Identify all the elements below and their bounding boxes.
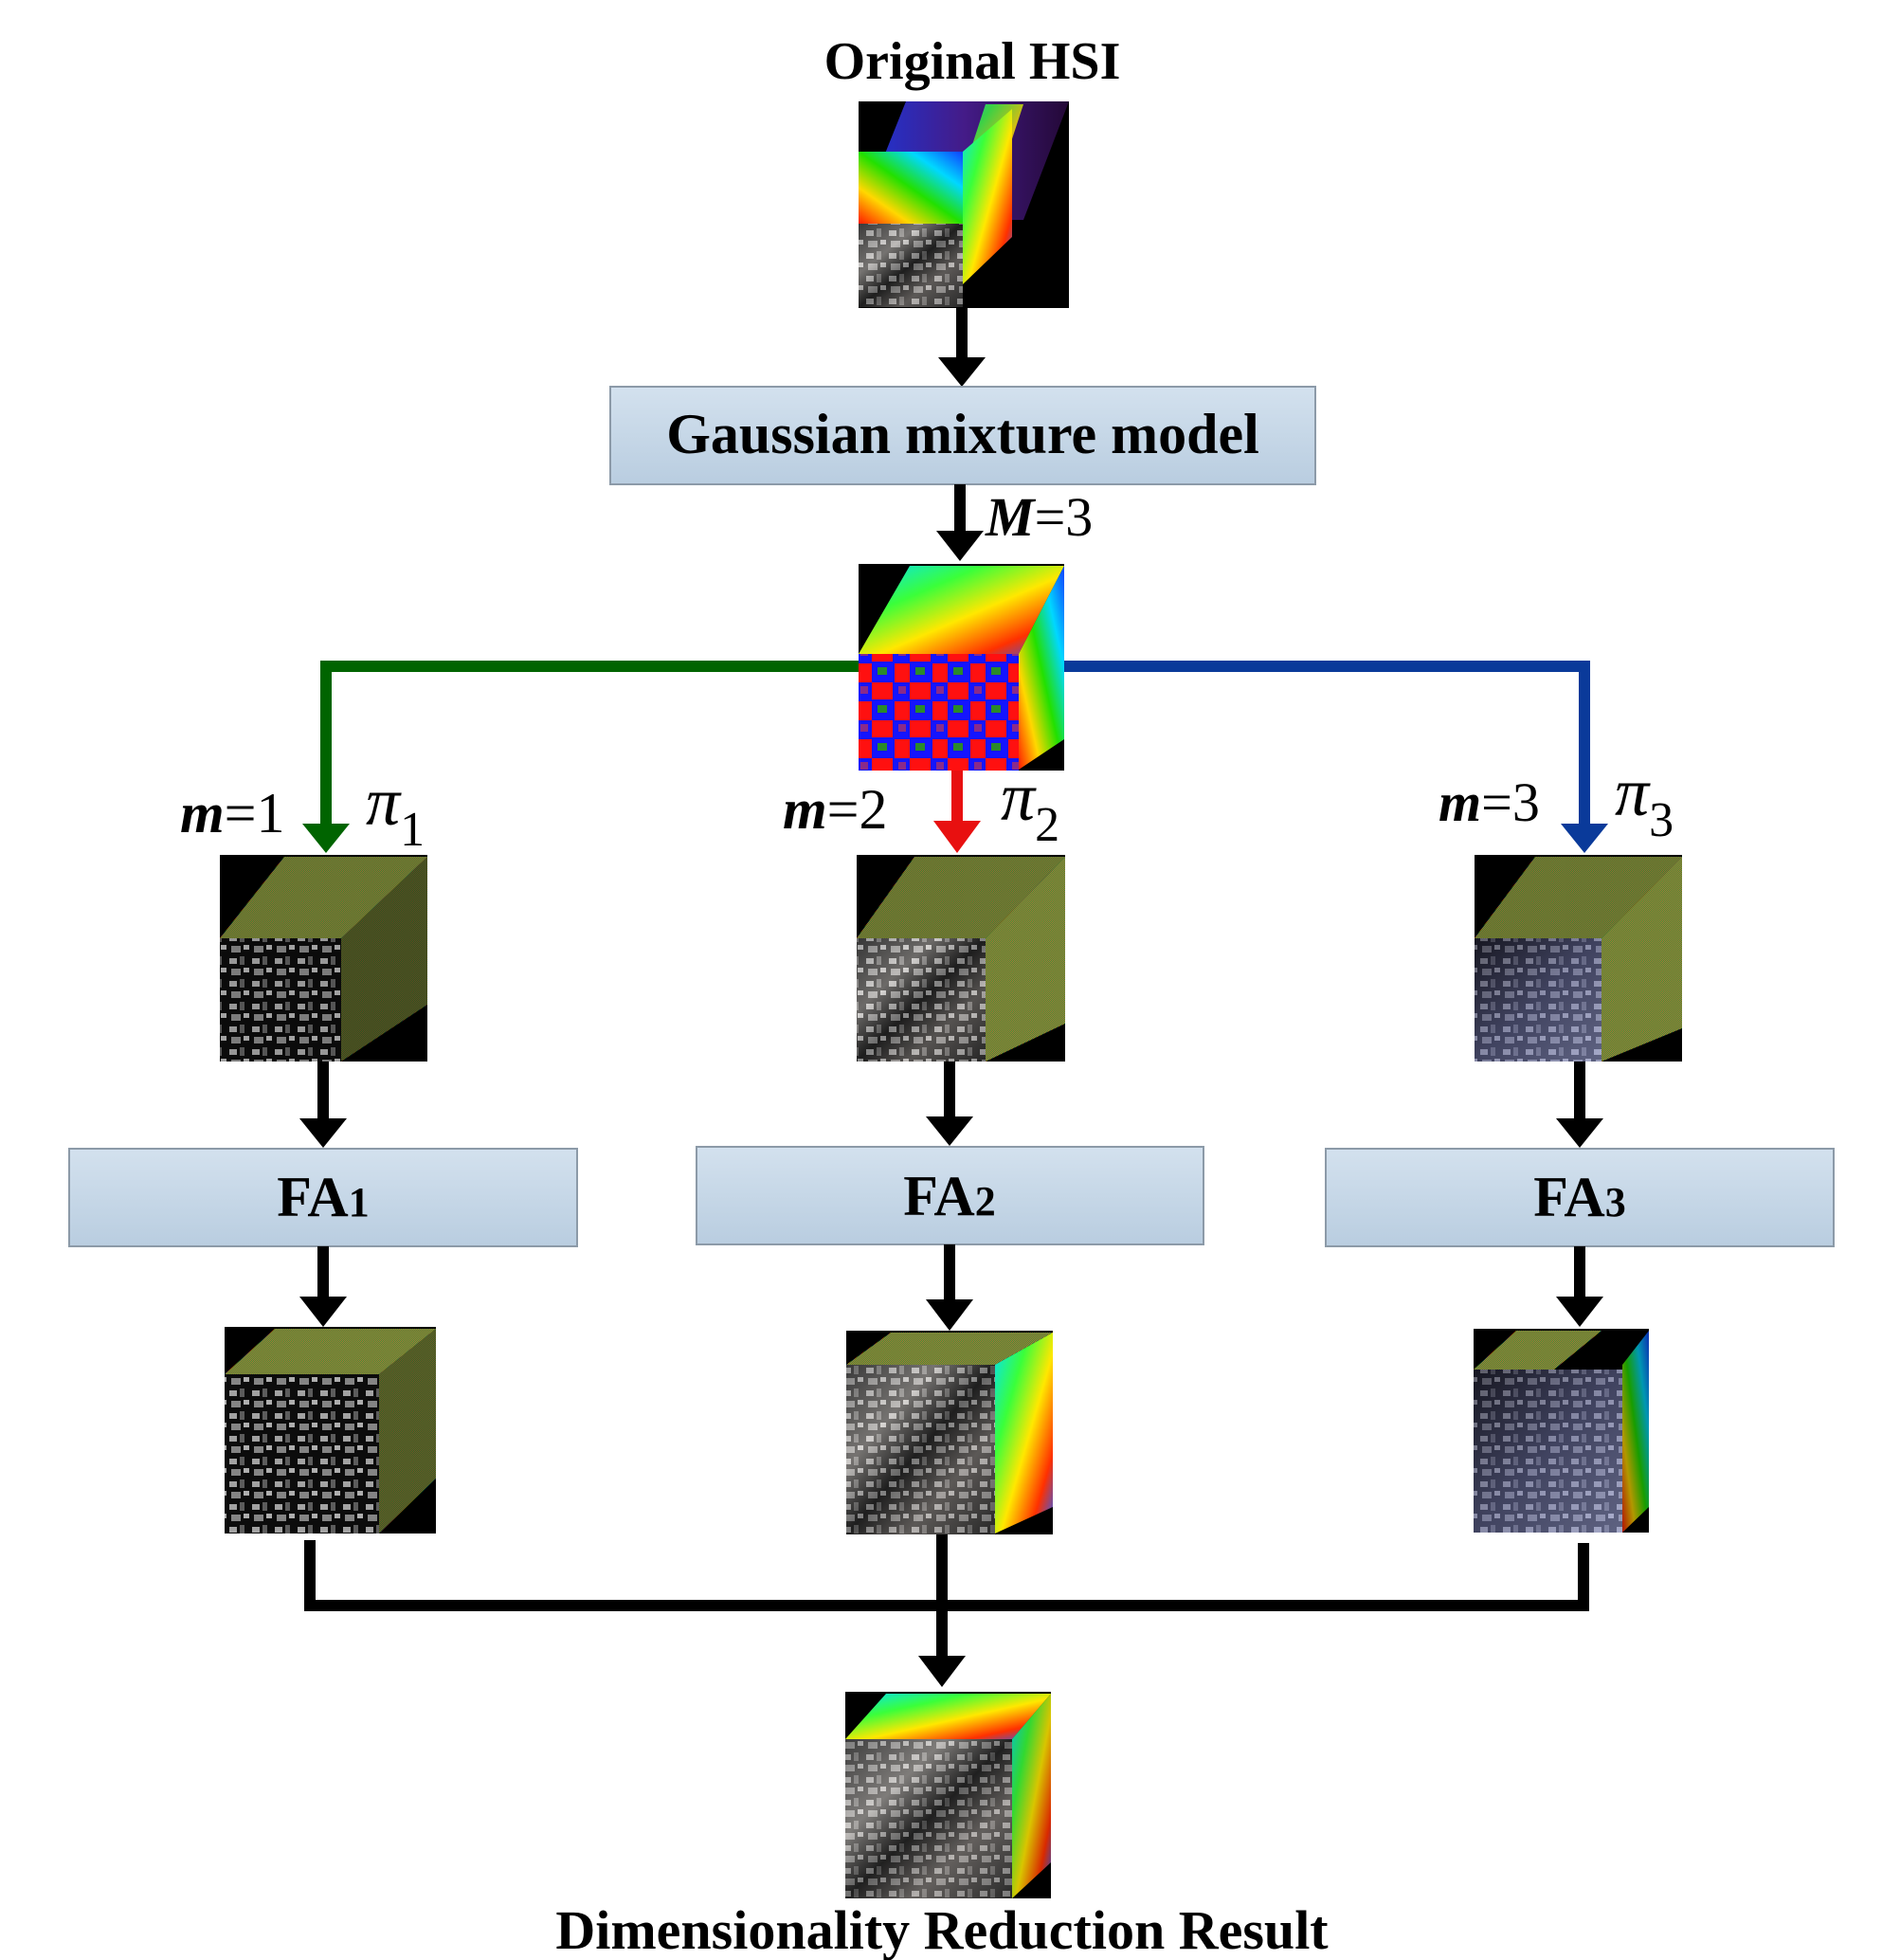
merge-lines [304, 1534, 1589, 1687]
branch-line-3 [1064, 661, 1608, 853]
gmm-box: Gaussian mixture model [609, 386, 1316, 485]
fa-2-result-cube [846, 1331, 1053, 1534]
arrow-cluster1-to-fa1 [299, 1062, 347, 1148]
fa-1-result-cube [225, 1327, 436, 1534]
arrow-fa3-to-result3 [1556, 1246, 1603, 1327]
cluster-1-cube [220, 855, 427, 1062]
m-count-label: M=3 [985, 486, 1093, 548]
branch-line-2 [933, 771, 981, 853]
arrow-gmm-to-clusters [936, 484, 984, 561]
fa-3-box: FA3 [1325, 1148, 1835, 1247]
gmm-cluster-cube [859, 564, 1064, 771]
branch-3-m-label: m=3 [1439, 771, 1540, 833]
branch-2-m-label: m=2 [783, 778, 888, 841]
branch-1-pi-label: π1 [366, 764, 425, 857]
cluster-3-cube [1475, 855, 1682, 1062]
arrow-cluster2-to-fa2 [926, 1062, 973, 1146]
arrow-fa1-to-result1 [299, 1246, 347, 1327]
fa-3-label: FA3 [1533, 1166, 1626, 1228]
result-title: Dimensionality Reduction Result [555, 1899, 1329, 1960]
branch-line-1 [302, 661, 859, 853]
final-result-cube [845, 1692, 1051, 1898]
fa-2-box: FA2 [696, 1146, 1204, 1245]
fa-2-label: FA2 [903, 1165, 996, 1227]
cluster-2-cube [857, 855, 1065, 1062]
original-hsi-title: Original HSI [824, 32, 1121, 91]
fa-1-box: FA1 [68, 1148, 578, 1247]
original-hsi-cube [859, 101, 1069, 308]
branch-1-m-label: m=1 [180, 782, 285, 844]
arrow-hsi-to-gmm [938, 308, 986, 387]
branch-2-pi-label: π2 [1001, 759, 1059, 852]
branch-3-pi-label: π3 [1615, 754, 1674, 847]
fa-3-result-cube [1474, 1329, 1649, 1533]
gmm-box-label: Gaussian mixture model [666, 403, 1259, 465]
arrow-fa2-to-result2 [926, 1244, 973, 1331]
fa-1-label: FA1 [277, 1166, 370, 1228]
arrow-cluster3-to-fa3 [1556, 1062, 1603, 1148]
